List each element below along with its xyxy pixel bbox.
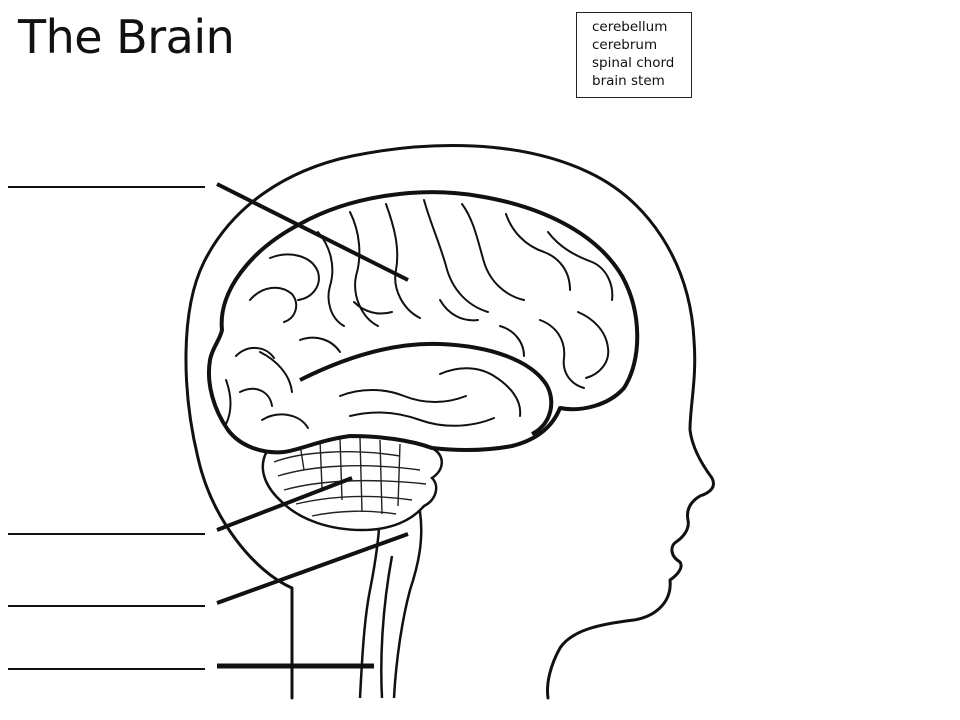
answer-blank-4[interactable] [8, 668, 205, 670]
word-bank-item: cerebrum [592, 37, 658, 53]
pointer-line-1 [216, 182, 409, 282]
answer-blank-3[interactable] [8, 605, 205, 607]
neck-line [380, 555, 394, 699]
pointer-line-3 [216, 532, 409, 605]
cerebrum-shape [207, 190, 640, 455]
pointer-line-2 [216, 476, 353, 532]
answer-blank-2[interactable] [8, 533, 205, 535]
word-bank-item: brain stem [592, 73, 665, 89]
page-title: The Brain [18, 10, 235, 64]
word-bank-item: cerebellum [592, 19, 668, 35]
word-bank-item: spinal chord [592, 55, 675, 71]
cerebellum-folds [273, 437, 427, 517]
head-outline [184, 144, 715, 700]
lateral-sulcus [299, 341, 554, 436]
answer-blank-1[interactable] [8, 186, 205, 188]
cerebrum-gyri [225, 199, 614, 429]
word-bank: cerebellum cerebrum spinal chord brain s… [576, 12, 692, 98]
